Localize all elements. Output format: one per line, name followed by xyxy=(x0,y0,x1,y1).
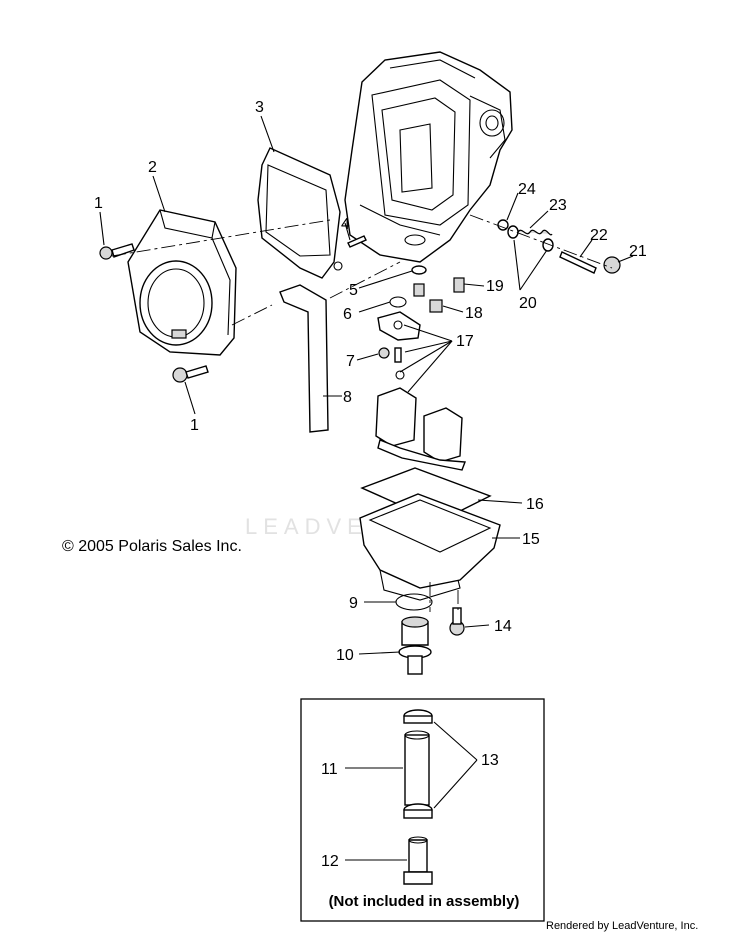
small-jet xyxy=(413,283,425,297)
centerline-left xyxy=(111,219,401,326)
callout-1-lower: 1 xyxy=(190,417,199,434)
copyright-text: © 2005 Polaris Sales Inc. xyxy=(62,538,242,555)
callout-20: 20 xyxy=(519,295,537,312)
part-10-drain-fitting xyxy=(398,616,432,675)
callout-7: 7 xyxy=(346,353,355,370)
callout-2: 2 xyxy=(148,159,157,176)
callout-8: 8 xyxy=(343,389,352,406)
part-13-clamp-top xyxy=(403,709,433,724)
part-9-o-ring xyxy=(395,593,433,611)
callout-17: 17 xyxy=(456,333,474,350)
part-5-washer xyxy=(411,265,427,275)
part-14-screw xyxy=(449,607,465,636)
part-1-screw-lower xyxy=(172,365,209,383)
not-included-note: (Not included in assembly) xyxy=(328,893,520,910)
callout-6: 6 xyxy=(343,306,352,323)
part-6-o-ring xyxy=(389,296,407,308)
callout-23: 23 xyxy=(549,197,567,214)
carburetor-body xyxy=(344,51,513,263)
callout-21: 21 xyxy=(629,243,647,260)
centerline-right xyxy=(469,214,613,269)
callout-14: 14 xyxy=(494,618,512,635)
callout-11: 11 xyxy=(321,761,338,778)
callout-15: 15 xyxy=(522,531,540,548)
part-1-screw-upper xyxy=(99,243,135,260)
callout-22: 22 xyxy=(590,227,608,244)
callout-18: 18 xyxy=(465,305,483,322)
float-assembly xyxy=(375,370,466,471)
part-22-adjuster-screw xyxy=(559,251,597,274)
part-13-clamp-bottom xyxy=(403,803,433,819)
callout-16: 16 xyxy=(526,496,544,513)
part-7-screw xyxy=(378,347,402,363)
callout-10: 10 xyxy=(336,647,354,664)
part-8-hose xyxy=(279,284,329,433)
callout-9: 9 xyxy=(349,595,358,612)
rendered-by-text: Rendered by LeadVenture, Inc. xyxy=(546,920,699,932)
part-18-jet xyxy=(429,299,443,313)
leader-lines xyxy=(99,115,634,861)
part-2-intake-adapter xyxy=(127,209,237,356)
callout-4: 4 xyxy=(341,216,350,233)
callout-3: 3 xyxy=(255,99,264,116)
part-20-23-spring-washers xyxy=(507,225,554,252)
callout-1-upper: 1 xyxy=(94,195,103,212)
part-17-bracket xyxy=(377,311,421,341)
part-19-jet xyxy=(453,277,465,293)
part-12-fitting xyxy=(403,836,433,885)
callout-5: 5 xyxy=(349,282,358,299)
part-15-float-bowl xyxy=(359,493,501,601)
not-included-box xyxy=(300,698,545,922)
part-4-pin xyxy=(347,235,367,248)
part-11-hose xyxy=(404,734,430,806)
callout-13: 13 xyxy=(481,752,499,769)
part-3-gasket xyxy=(257,147,343,279)
part-21-knob xyxy=(603,256,621,274)
centerline-bottom xyxy=(429,582,459,612)
callout-12: 12 xyxy=(321,853,339,870)
callout-19: 19 xyxy=(486,278,504,295)
callout-24: 24 xyxy=(518,181,536,198)
